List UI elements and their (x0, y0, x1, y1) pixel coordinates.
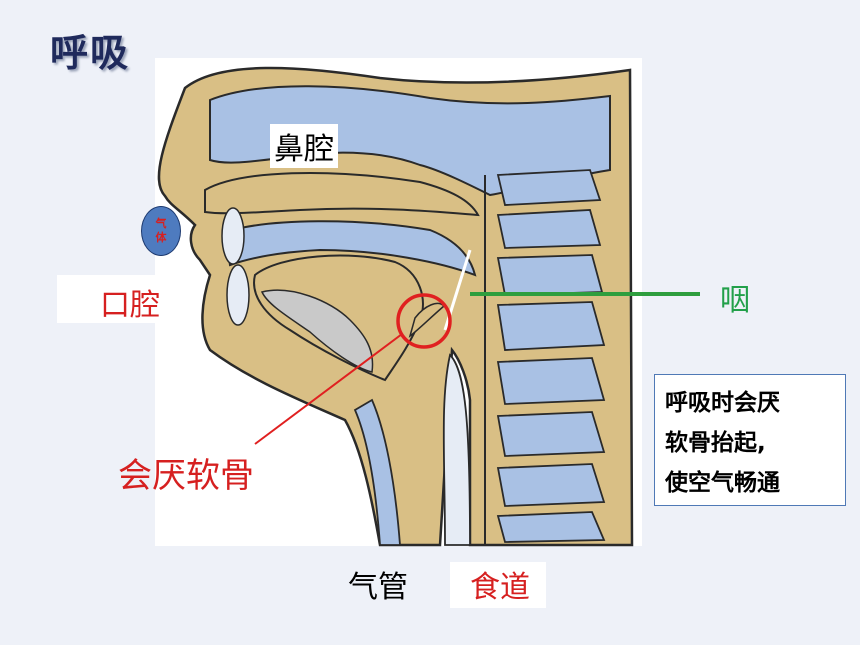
vertebra-2 (496, 209, 602, 249)
label-esophagus: 食道 (470, 570, 530, 605)
note-line-2: 软骨抬起, (665, 430, 766, 456)
vertebra-5 (496, 357, 606, 405)
explanation-note-box: 呼吸时会厌 软骨抬起, 使空气畅通 (654, 374, 846, 506)
gas-flow-badge: 气 体 (141, 206, 181, 256)
esophagus-label-backdrop (450, 562, 546, 608)
label-pharynx: 咽 (720, 283, 750, 318)
label-trachea: 气管 (348, 570, 408, 605)
vertebra-1 (496, 169, 602, 206)
palate-space (223, 220, 477, 277)
vertebra-6 (496, 411, 606, 457)
label-epiglottis: 会厌软骨 (118, 456, 254, 496)
gas-badge-bottom: 体 (155, 231, 167, 244)
vertebra-3 (496, 254, 604, 296)
hyoid-bone (260, 289, 374, 373)
vertebra-7 (496, 463, 606, 507)
vertebra-4 (496, 301, 606, 351)
trachea-tube (353, 398, 401, 546)
slide-title: 呼吸 (50, 31, 131, 75)
lower-teeth (226, 264, 250, 326)
esophagus-tube (442, 353, 471, 546)
epiglottis-highlight-circle (396, 293, 452, 349)
label-nasal-cavity: 鼻腔 (270, 124, 338, 168)
note-line-3: 使空气畅通 (665, 470, 780, 496)
nasal-shelf (204, 172, 480, 217)
oral-label-backdrop (57, 275, 197, 323)
label-oral-cavity: 口腔 (100, 288, 160, 323)
vertebra-8 (496, 511, 606, 543)
gas-badge-top: 气 (155, 217, 167, 230)
upper-teeth (221, 207, 245, 265)
note-line-1: 呼吸时会厌 (665, 390, 780, 416)
epiglottis-pointer (254, 333, 403, 445)
